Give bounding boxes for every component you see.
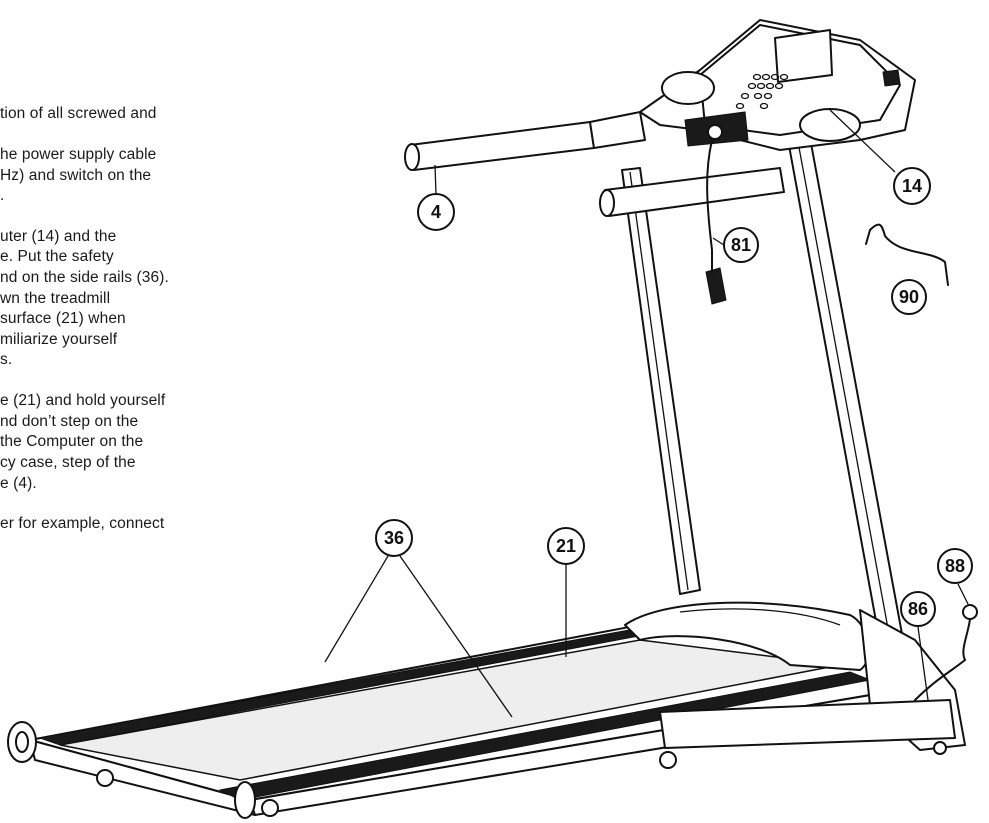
console-side-clip [882,69,901,87]
instruction-line: nd on the side rails (36). [0,269,169,286]
instruction-line: uter (14) and the [0,228,117,245]
wheel [96,769,279,817]
svg-text:90: 90 [899,287,919,307]
instruction-line: e (21) and hold yourself [0,392,166,409]
callout-plug-88: 88 [937,548,973,584]
callout-cable-90: 90 [891,279,927,315]
instruction-line: cy case, step of the [0,454,136,471]
callout-side-rails: 36 [375,519,413,557]
instruction-line: miliarize yourself [0,331,118,348]
svg-text:36: 36 [384,528,404,548]
upright-post-left [621,167,701,595]
instruction-line: er for example, connect [0,515,165,532]
cable-90 [865,223,949,286]
console-buttons [735,73,789,110]
handrail-upper [404,111,646,171]
svg-text:81: 81 [731,235,751,255]
handrail-lower [599,167,785,217]
instruction-line: nd don’t step on the [0,413,139,430]
svg-text:4: 4 [431,202,441,222]
svg-text:21: 21 [556,536,576,556]
front-roller [7,721,256,819]
instruction-line: tion of all screwed and [0,105,157,122]
instruction-line: surface (21) when [0,310,126,327]
console-body [639,19,916,151]
upright-post-right [787,137,906,655]
callout-safety-key: 81 [723,227,759,263]
safety-key [705,139,727,305]
instruction-line: s. [0,351,13,368]
instruction-line: the Computer on the [0,433,144,450]
instruction-line: . [0,187,5,204]
power-cable [914,604,978,701]
callout-cable-86: 86 [900,591,936,627]
instruction-line: he power supply cable [0,146,157,163]
svg-text:14: 14 [902,176,922,196]
callout-handrail: 4 [417,193,455,231]
svg-text:86: 86 [908,599,928,619]
instruction-line: Hz) and switch on the [0,167,152,184]
callout-running-surface: 21 [547,527,585,565]
instruction-line: e (4). [0,475,37,492]
base-frame [659,609,966,769]
instruction-line: e. Put the safety [0,248,114,265]
instruction-text: tion of all screwed and he power supply … [0,0,300,823]
instruction-line: wn the treadmill [0,290,111,307]
leader-lines [324,109,969,718]
svg-text:88: 88 [945,556,965,576]
callout-computer: 14 [893,167,931,205]
